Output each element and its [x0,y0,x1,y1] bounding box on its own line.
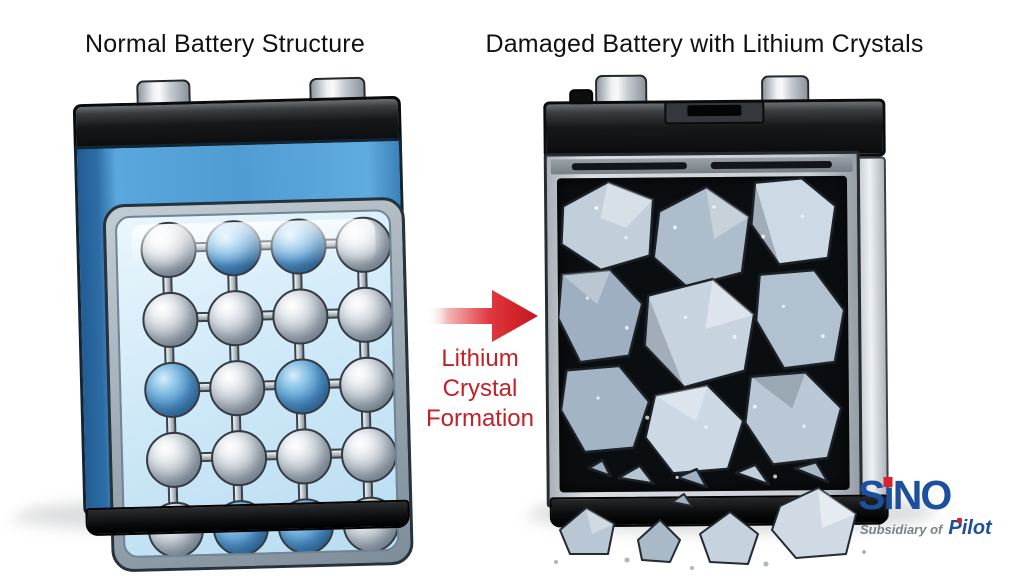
lattice-atom-blue [143,361,201,419]
cap-handle-recess [664,100,765,125]
lattice-atom-silver [208,359,266,417]
cap-handle-slot [687,104,742,117]
battery-body [73,137,414,573]
lattice-bond [231,239,297,252]
brand-wordmark: SiNO [858,474,1024,516]
lattice-atom-silver [271,287,330,346]
lattice-atom-blue [269,217,328,276]
vent-slot [710,160,832,170]
lattice-atom-silver [145,431,203,489]
lattice-atom-silver [139,221,198,279]
right-arrow-icon [428,290,538,342]
transition-label-line: Lithium [441,345,519,372]
brand-letter-i: i [883,472,894,518]
lattice-atom-blue [204,219,263,277]
lattice-atom-silver [141,291,200,349]
battery-interior [556,175,850,493]
lattice-atom-silver [336,286,395,344]
company-logo: SiNO Subsidiary of Pilot [858,474,1024,540]
lattice-atom-silver [206,289,265,347]
lattice-atom-silver [275,427,333,486]
damaged-battery [543,73,889,528]
transition-label-line: Crystal [442,375,518,402]
logo-subline: Subsidiary of Pilot [860,517,1024,540]
lattice-atom-silver [334,216,393,274]
battery-front-face [543,150,863,508]
lattice-atom-silver [210,429,268,487]
brand-letter-s: S [858,472,885,518]
normal-battery [72,72,414,573]
brand-letters-no: NO [892,472,952,518]
vent-slot [571,162,687,171]
lithium-crystals-illustration [556,176,846,489]
right-figure-title: Damaged Battery with Lithium Crystals [485,30,924,58]
lattice-bond [166,241,232,253]
subsidiary-text: Subsidiary of [860,522,943,537]
left-figure-title: Normal Battery Structure [85,30,365,58]
lattice-atom-silver [338,356,396,414]
vent-band [550,156,853,175]
spilled-crystals-illustration [554,487,866,570]
lattice-bond [296,237,362,250]
parent-brand: Pilot [948,517,992,539]
lattice-atom-silver [340,426,398,484]
transition-label: Lithium Crystal Formation [398,344,562,434]
lattice-atom-blue [273,357,331,416]
transition-label-line: Formation [425,405,535,432]
